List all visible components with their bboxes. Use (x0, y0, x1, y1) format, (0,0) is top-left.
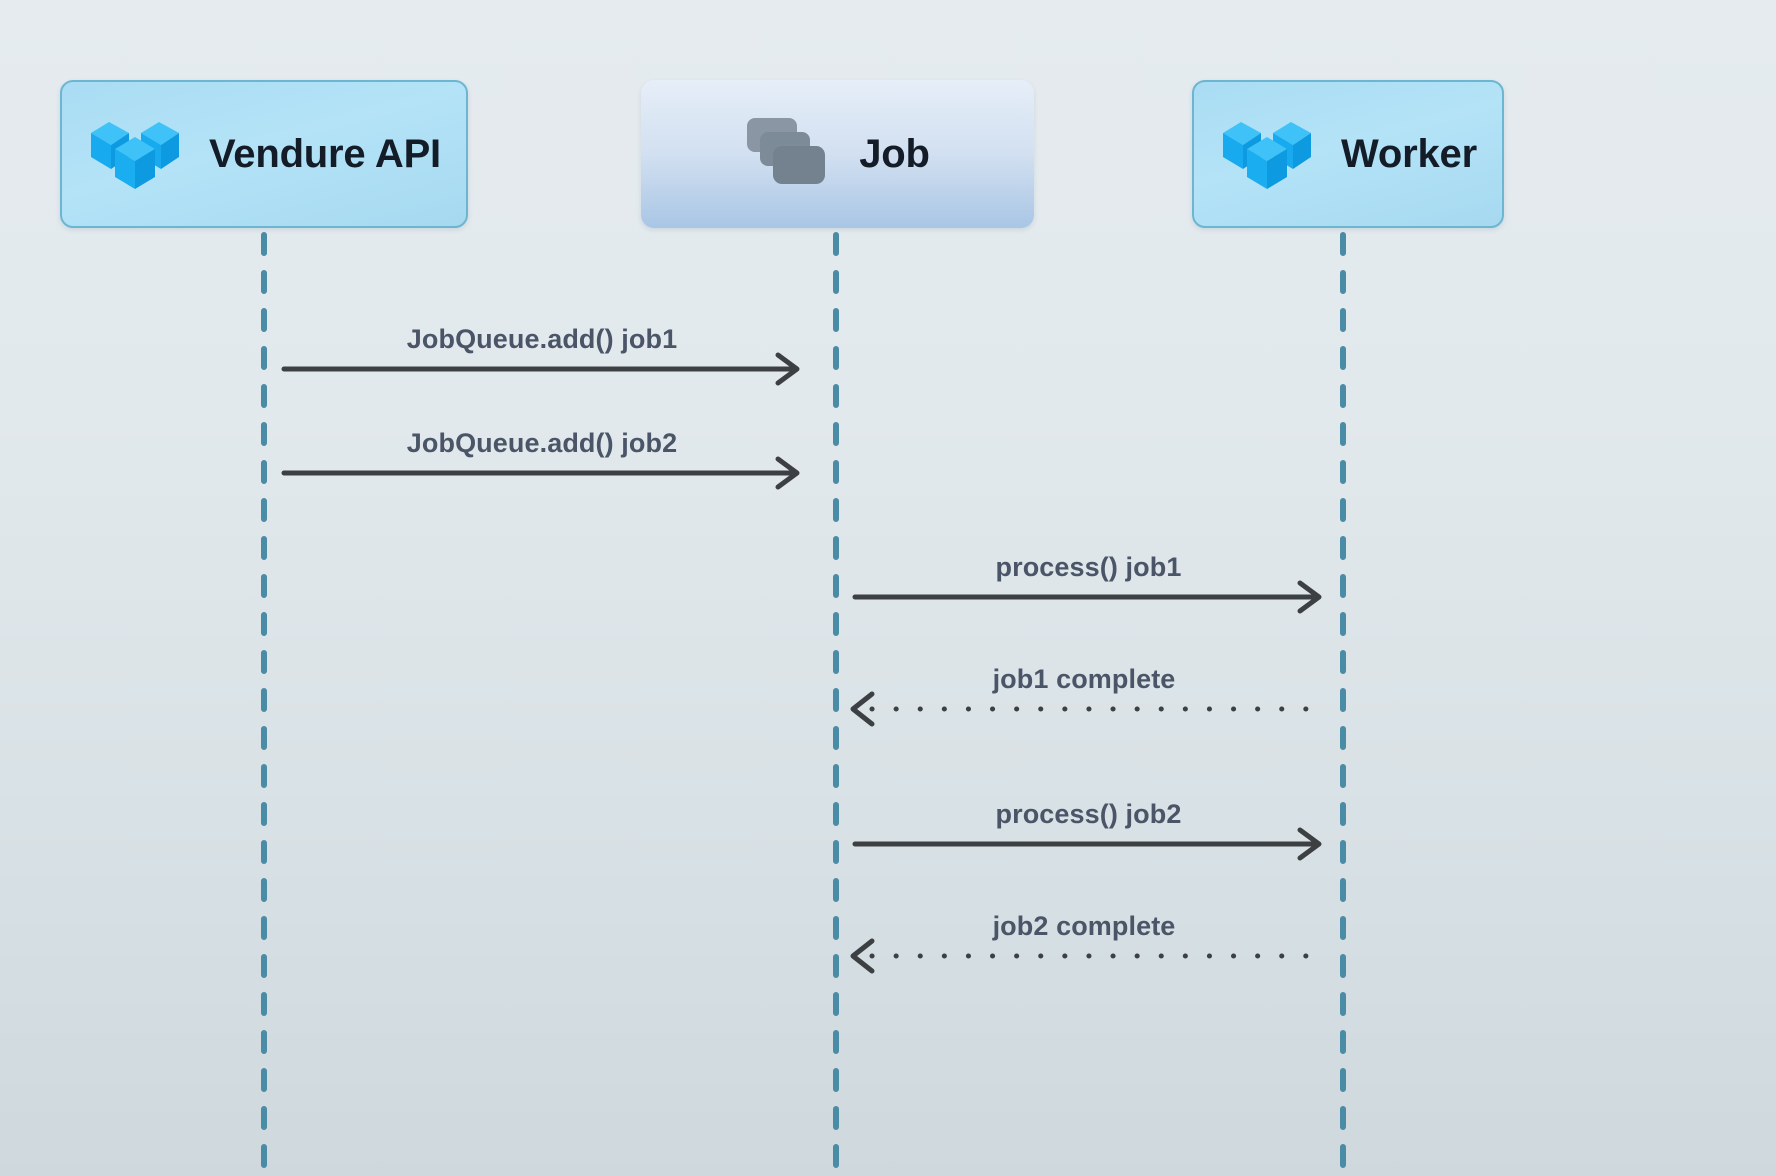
arrow-dotted-left (850, 691, 1319, 727)
arrow-solid-right (281, 456, 800, 490)
message-label: process() job1 (995, 552, 1182, 582)
message-label: job1 complete (992, 664, 1176, 694)
arrow-solid-right (281, 352, 800, 386)
participant-job[interactable]: Job (641, 80, 1034, 228)
message-label: job2 complete (992, 911, 1176, 941)
participant-vendure-api[interactable]: Vendure API (60, 80, 468, 228)
lifeline-worker (1340, 232, 1346, 1176)
message-label: JobQueue.add() job1 (406, 324, 678, 354)
lifeline-vendure-api (261, 232, 267, 1176)
arrow-solid-right (852, 580, 1322, 614)
vendure-cubes-icon (87, 109, 183, 200)
participant-label: Worker (1341, 131, 1477, 176)
arrow-solid-right (852, 827, 1322, 861)
participant-worker[interactable]: Worker (1192, 80, 1504, 228)
vendure-cubes-icon (1219, 109, 1315, 200)
message-label: JobQueue.add() job2 (406, 428, 678, 458)
participant-label: Vendure API (209, 131, 441, 176)
arrow-dotted-left (850, 938, 1319, 974)
lifeline-job (833, 232, 839, 1176)
stacked-cards-icon (745, 114, 833, 195)
message-label: process() job2 (995, 799, 1182, 829)
participant-label: Job (859, 131, 930, 176)
